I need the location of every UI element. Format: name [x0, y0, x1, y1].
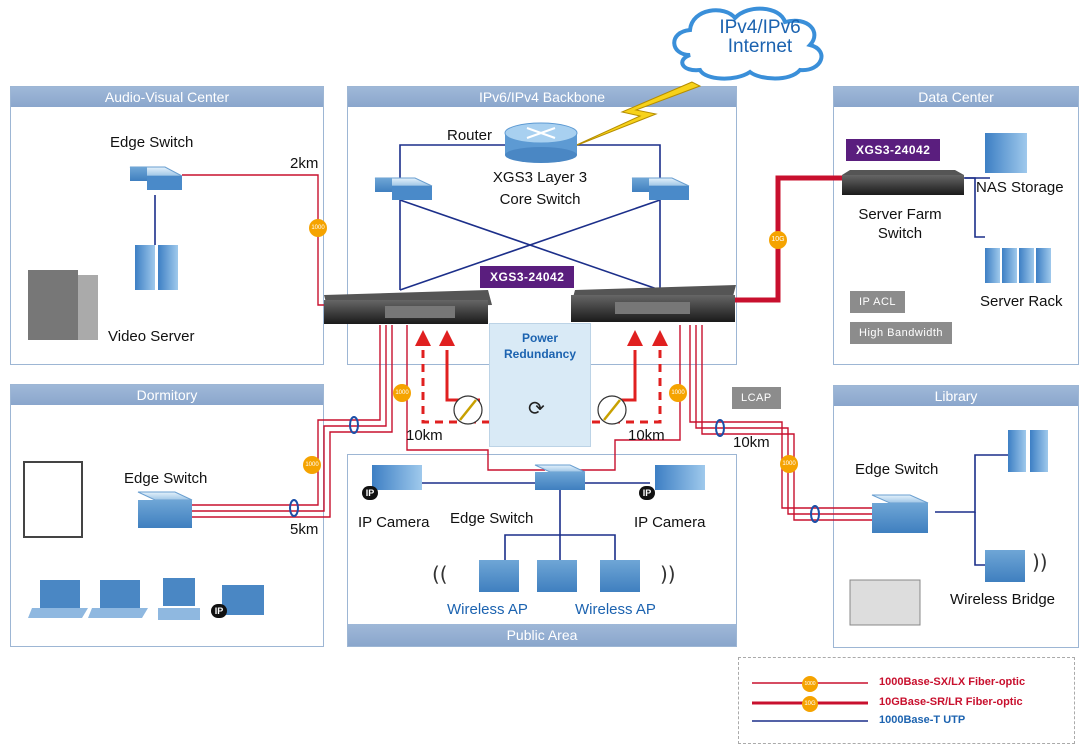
distance-5km: 5km	[290, 521, 319, 538]
cloud-label: IPv4/IPv6 Internet	[700, 18, 820, 56]
ip-badge-icon: IP	[639, 486, 655, 500]
core-switch-shapes	[324, 170, 964, 324]
switch-shapes	[129, 166, 929, 533]
badge-1000-library: 1000	[780, 455, 798, 473]
power-redundancy-panel: Power Redundancy ⟳	[489, 323, 591, 447]
library-edge-switch-label: Edge Switch	[855, 461, 939, 478]
zone-title: Public Area	[348, 624, 736, 646]
router-label: Router	[447, 127, 493, 144]
nas-storage-label: NAS Storage	[976, 179, 1064, 196]
badge-10g-datacenter: 10G	[769, 231, 787, 249]
legend-badge-1000: 1000	[802, 676, 818, 692]
wireless-bridge-label: Wireless Bridge	[950, 591, 1056, 608]
zone-title: Data Center	[834, 87, 1078, 107]
internet-cloud	[672, 6, 824, 81]
distance-10km-left: 10km	[406, 427, 443, 444]
public-edge-switch-label: Edge Switch	[450, 510, 534, 527]
server-farm-switch-label: Server Farm Switch	[858, 205, 941, 243]
cloud-line-2: Internet	[727, 36, 793, 57]
core-switch-label: XGS3 Layer 3 Core Switch	[493, 167, 587, 211]
wireless-ap-right-label: Wireless AP	[575, 601, 656, 618]
refresh-icon: ⟳	[528, 396, 545, 420]
ip-camera-right-label: IP Camera	[634, 514, 706, 531]
av-links	[154, 174, 330, 306]
fiber-loop-markers	[289, 416, 820, 523]
power-title-line-2: Redundancy	[503, 347, 576, 361]
wireless-signal-icon: ))	[660, 562, 676, 586]
ip-camera-left-label: IP Camera	[358, 514, 430, 531]
zone-title: Audio-Visual Center	[11, 87, 323, 107]
ip-badge-icon: IP	[362, 486, 378, 500]
library-links	[689, 325, 880, 521]
ap-shapes	[479, 550, 1025, 592]
legend-badge-10g: 10G	[802, 696, 818, 712]
ip-badge-icon: IP	[211, 604, 227, 618]
video-server-label: Video Server	[108, 328, 195, 345]
xgs-datacenter-tag: XGS3-24042	[846, 139, 941, 161]
server-farm-line-1: Server Farm	[858, 206, 942, 223]
legend-fiber-1000: 1000Base-SX/LX Fiber-optic	[879, 676, 1026, 688]
zone-title: IPv6/IPv4 Backbone	[348, 87, 736, 107]
dorm-links	[190, 325, 393, 518]
av-edge-switch-label: Edge Switch	[110, 134, 194, 151]
power-title-line-1: Power	[521, 331, 558, 345]
backbone-utp-links	[399, 144, 661, 291]
badge-1000-core-left: 1000	[393, 384, 411, 402]
server-shapes	[135, 133, 1051, 472]
ip-acl-tag: IP ACL	[850, 291, 906, 313]
xgs-backbone-tag: XGS3-24042	[480, 266, 575, 288]
building-shapes	[23, 270, 921, 626]
wireless-ap-left-label: Wireless AP	[447, 601, 528, 618]
zone-title: Library	[834, 386, 1078, 406]
computer-shapes	[28, 578, 264, 620]
lcap-tag: LCAP	[732, 387, 781, 409]
distance-10km-right: 10km	[628, 427, 665, 444]
cloud-line-1: IPv4/IPv6	[719, 17, 801, 38]
legend-utp: 1000Base-T UTP	[879, 714, 966, 726]
badge-1000-dorm: 1000	[303, 456, 321, 474]
zone-data-center: Data Center	[833, 86, 1079, 365]
camera-shapes	[372, 465, 705, 490]
distance-2km: 2km	[290, 155, 319, 172]
server-rack-label: Server Rack	[980, 293, 1063, 310]
dorm-edge-switch-label: Edge Switch	[124, 470, 208, 487]
zone-title: Dormitory	[11, 385, 323, 405]
core-switch-line-2: Core Switch	[499, 191, 581, 208]
wireless-signal-icon: ))	[1032, 550, 1048, 574]
badge-1000-core-right: 1000	[669, 384, 687, 402]
lightning-bolt	[569, 81, 702, 149]
server-farm-line-2: Switch	[877, 225, 923, 242]
uplink-arrows	[415, 330, 668, 346]
wireless-signal-icon: ((	[432, 562, 448, 586]
router-shape	[504, 122, 578, 163]
distance-10km-library: 10km	[733, 434, 770, 451]
legend-fiber-10g: 10GBase-SR/LR Fiber-optic	[879, 696, 1023, 708]
library-utp	[935, 454, 1010, 566]
legend: 1000 10G 1000Base-SX/LX Fiber-optic 10GB…	[738, 657, 1075, 744]
power-redundancy-title: Power Redundancy	[490, 330, 590, 362]
high-bandwidth-tag: High Bandwidth	[850, 322, 953, 344]
core-switch-line-1: XGS3 Layer 3	[492, 169, 588, 186]
badge-1000-av: 1000	[309, 219, 327, 237]
